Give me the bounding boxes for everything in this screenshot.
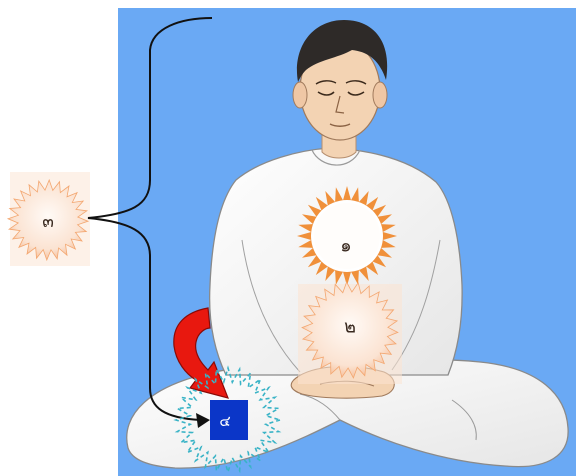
label-1: ๑ xyxy=(340,236,351,257)
label-3: ๓ xyxy=(42,212,54,232)
label-4: ๔ xyxy=(219,412,230,430)
label-2: ๒ xyxy=(344,317,356,338)
